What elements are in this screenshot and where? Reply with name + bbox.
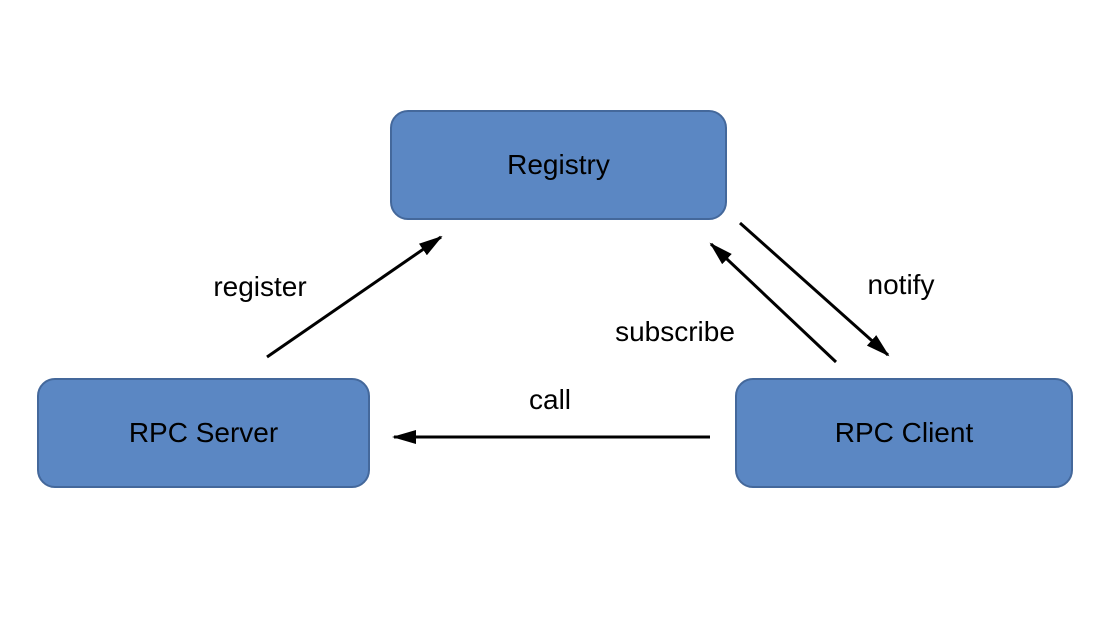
node-registry: Registry [390, 110, 727, 220]
node-rpc-server: RPC Server [37, 378, 370, 488]
edge-label-notify: notify [867, 269, 935, 300]
edge-label-call: call [528, 384, 572, 415]
node-rpc-server-label: RPC Server [128, 417, 279, 448]
node-rpc-client-label: RPC Client [834, 417, 974, 448]
notify-arrow [739, 221, 890, 357]
edge-label-register: register [213, 271, 307, 302]
node-registry-label: Registry [507, 149, 610, 180]
register-arrow [266, 235, 443, 359]
edge-label-subscribe: subscribe [615, 316, 735, 347]
subscribe-arrow [709, 242, 838, 364]
node-rpc-client: RPC Client [735, 378, 1073, 488]
